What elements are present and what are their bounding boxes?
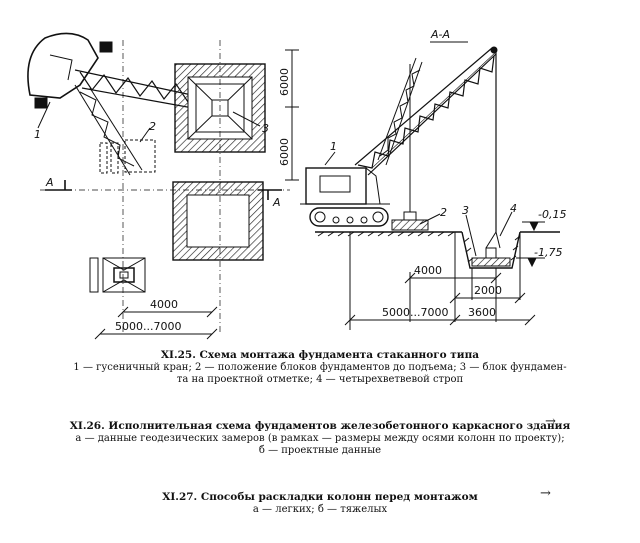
callout-4-right: 4 xyxy=(510,202,517,215)
section-mark-a-right: A xyxy=(272,196,281,209)
dim-6000-top: 6000 xyxy=(278,68,291,96)
side-arrow-1: → xyxy=(545,414,556,429)
dim-5000-7000-plan: 5000...7000 xyxy=(115,320,181,333)
level-015: -0,15 xyxy=(538,208,566,221)
caption-xi26-title: XI.26. Исполнительная схема фундаментов … xyxy=(69,420,571,432)
crane-boom-alt xyxy=(74,84,143,176)
caption-xi25-title: XI.25. Схема монтажа фундамента стаканно… xyxy=(160,349,480,361)
callout-1-right: 1 xyxy=(330,140,337,153)
dim-4000-section: 4000 xyxy=(414,264,442,277)
caption-xi26-line1: а — данные геодезических замеров (в рамк… xyxy=(75,433,565,444)
caption-xi25-line2: та на проектной отметке; 4 — четырехветв… xyxy=(176,374,464,385)
caption-xi26-line2: б — проектные данные xyxy=(258,445,382,456)
callout-1-left: 1 xyxy=(34,128,41,141)
plan-view xyxy=(27,32,299,340)
callout-2-right: 2 xyxy=(440,206,447,219)
crane-boom-main xyxy=(354,47,497,176)
crane-boom-alt-section xyxy=(377,57,423,166)
crane-cab-outline xyxy=(27,32,99,99)
dim-2000-section: 2000 xyxy=(474,284,502,297)
caption-xi25-line1: 1 — гусеничный кран; 2 — положение блоко… xyxy=(73,362,567,373)
dim-4000-plan: 4000 xyxy=(150,298,178,311)
caption-xi27-line1: а — легких; б — тяжелых xyxy=(252,504,388,515)
callout-3-left: 3 xyxy=(262,122,269,135)
callout-2-left: 2 xyxy=(149,120,156,133)
side-arrow-2: → xyxy=(540,486,551,501)
dim-5000-7000-section: 5000...7000 xyxy=(382,306,448,319)
section-mark-a-left: A xyxy=(45,176,54,189)
callout-3-right: 3 xyxy=(462,204,469,217)
caption-xi27-title: XI.27. Способы раскладки колонн перед мо… xyxy=(162,491,478,503)
dim-6000-mid: 6000 xyxy=(278,138,291,166)
dim-3600-section: 3600 xyxy=(468,306,496,319)
level-175: -1,75 xyxy=(534,246,562,259)
section-title: А-А xyxy=(430,28,450,41)
section-view xyxy=(300,41,560,330)
construction-figure: 1 2 3 A A 6000 6000 4000 5000...7000 xyxy=(27,28,566,340)
